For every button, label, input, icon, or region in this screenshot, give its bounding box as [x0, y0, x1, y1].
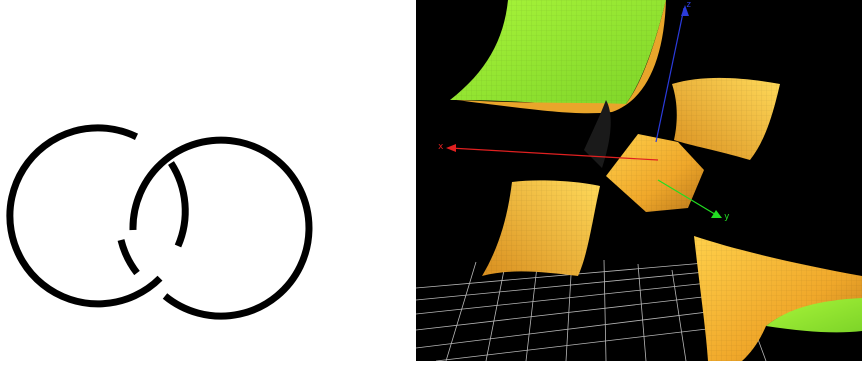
z-axis-arrow-icon: [681, 5, 689, 16]
y-axis-line: [657, 179, 719, 217]
left-ring: [6, 124, 163, 308]
right-ring-left-arc: [117, 239, 140, 276]
surface-center: [606, 134, 704, 212]
z-axis-label: z: [686, 0, 692, 10]
y-axis-label: y: [724, 212, 730, 222]
surface-bottom-left: [482, 180, 600, 276]
surface-top-left: [450, 0, 666, 168]
surface-bottom-right: [694, 236, 862, 361]
surface-render: [415, 0, 862, 362]
surface-render-panel: x y z: [415, 0, 862, 362]
x-axis-line: [449, 147, 659, 161]
linked-rings-figure: [6, 124, 313, 320]
left-ring-inner-arc: [168, 161, 189, 248]
x-axis-label: x: [438, 142, 444, 152]
x-axis-arrow-icon: [446, 144, 456, 152]
axes: [446, 5, 722, 218]
z-axis-line: [655, 7, 685, 143]
y-axis-arrow-icon: [711, 210, 722, 218]
right-ring: [129, 136, 313, 320]
surface-top-right: [672, 77, 780, 160]
